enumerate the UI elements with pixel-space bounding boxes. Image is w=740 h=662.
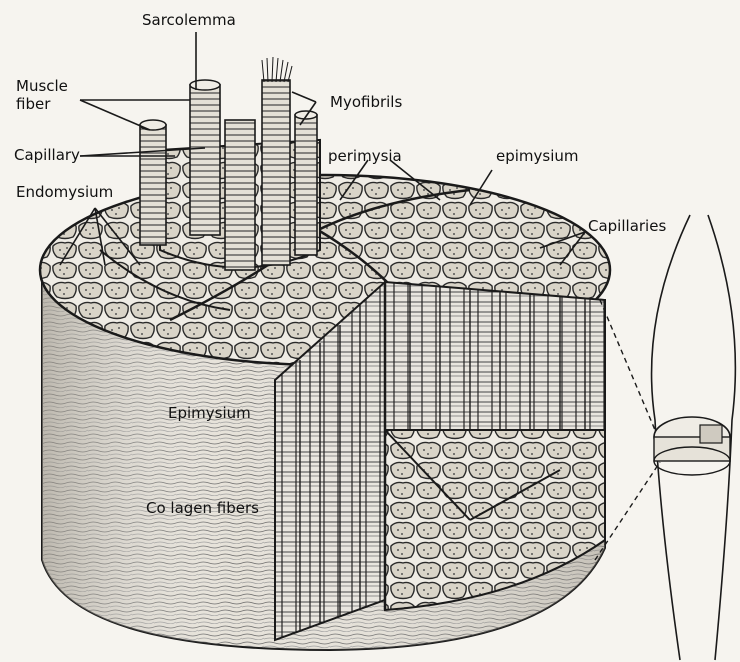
label-epimysium-top: epimysium bbox=[496, 148, 579, 165]
label-epimysium-side: Epimysium bbox=[168, 405, 251, 422]
label-muscle-fiber-line2: fiber bbox=[16, 96, 50, 113]
label-capillary: Capillary bbox=[14, 147, 80, 164]
label-sarcolemma: Sarcolemma bbox=[142, 12, 236, 29]
label-endomysium: Endomysium bbox=[16, 184, 113, 201]
label-muscle-fiber-line1: Muscle bbox=[16, 78, 68, 95]
label-capillaries: Capillaries bbox=[588, 218, 666, 235]
label-perimysia: perimysia bbox=[328, 148, 402, 165]
label-myofibrils: Myofibrils bbox=[330, 94, 402, 111]
cutaway-right-face bbox=[385, 282, 605, 430]
label-collagen-fibers: Co lagen fibers bbox=[146, 500, 259, 517]
